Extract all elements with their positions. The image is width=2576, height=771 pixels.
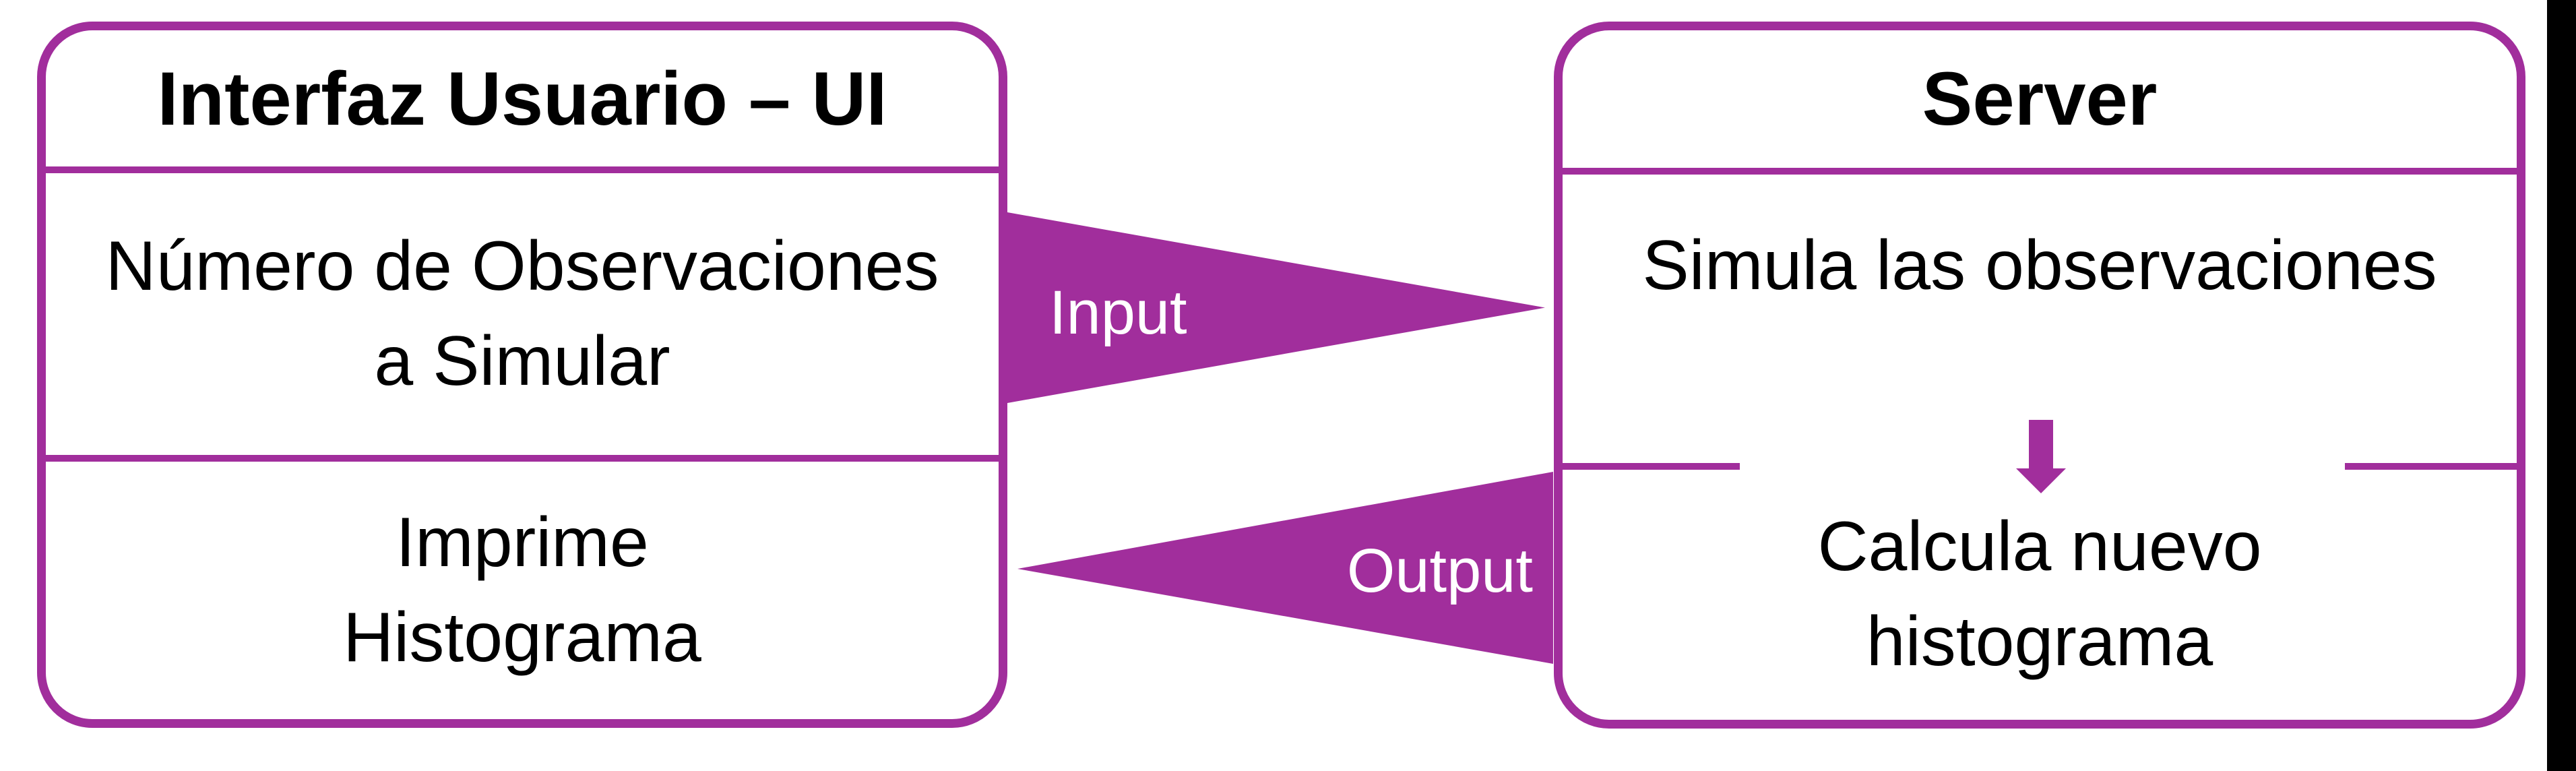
ui-input-section: Número de Observaciones a Simular bbox=[46, 173, 999, 455]
input-arrow-label: Input bbox=[1049, 278, 1187, 347]
server-simulate-section: Simula las observaciones bbox=[1563, 175, 2517, 463]
server-partial-divider-right bbox=[2345, 463, 2517, 470]
screen-edge-strip bbox=[2547, 0, 2576, 771]
server-box-header-divider bbox=[1563, 168, 2517, 175]
ui-box-header-divider bbox=[46, 166, 999, 173]
ui-input-line-2: a Simular bbox=[374, 322, 670, 400]
input-arrow: Input bbox=[1007, 212, 1545, 403]
output-arrow-label: Output bbox=[1346, 536, 1533, 605]
ui-output-line-2: Histograma bbox=[343, 598, 701, 677]
ui-output-line-1: Imprime bbox=[396, 503, 649, 582]
ui-output-section: Imprime Histograma bbox=[46, 462, 999, 719]
server-partial-divider-left bbox=[1563, 463, 1740, 470]
down-arrow-icon bbox=[2016, 420, 2066, 493]
output-arrow: Output bbox=[1017, 472, 1553, 664]
ui-box-section-divider bbox=[46, 455, 999, 462]
server-calculate-line-1: Calcula nuevo bbox=[1817, 507, 2262, 586]
ui-box-title: Interfaz Usuario – UI bbox=[157, 56, 887, 141]
server-box: Server Simula las observaciones Calcula … bbox=[1554, 22, 2525, 729]
ui-box: Interfaz Usuario – UI Número de Observac… bbox=[37, 22, 1007, 728]
server-calculate-line-2: histograma bbox=[1866, 603, 2213, 681]
server-simulate-line-1: Simula las observaciones bbox=[1642, 226, 2437, 305]
ui-input-line-1: Número de Observaciones bbox=[105, 226, 939, 305]
server-calculate-section: Calcula nuevo histograma bbox=[1563, 469, 2517, 720]
server-box-title: Server bbox=[1922, 56, 2158, 141]
